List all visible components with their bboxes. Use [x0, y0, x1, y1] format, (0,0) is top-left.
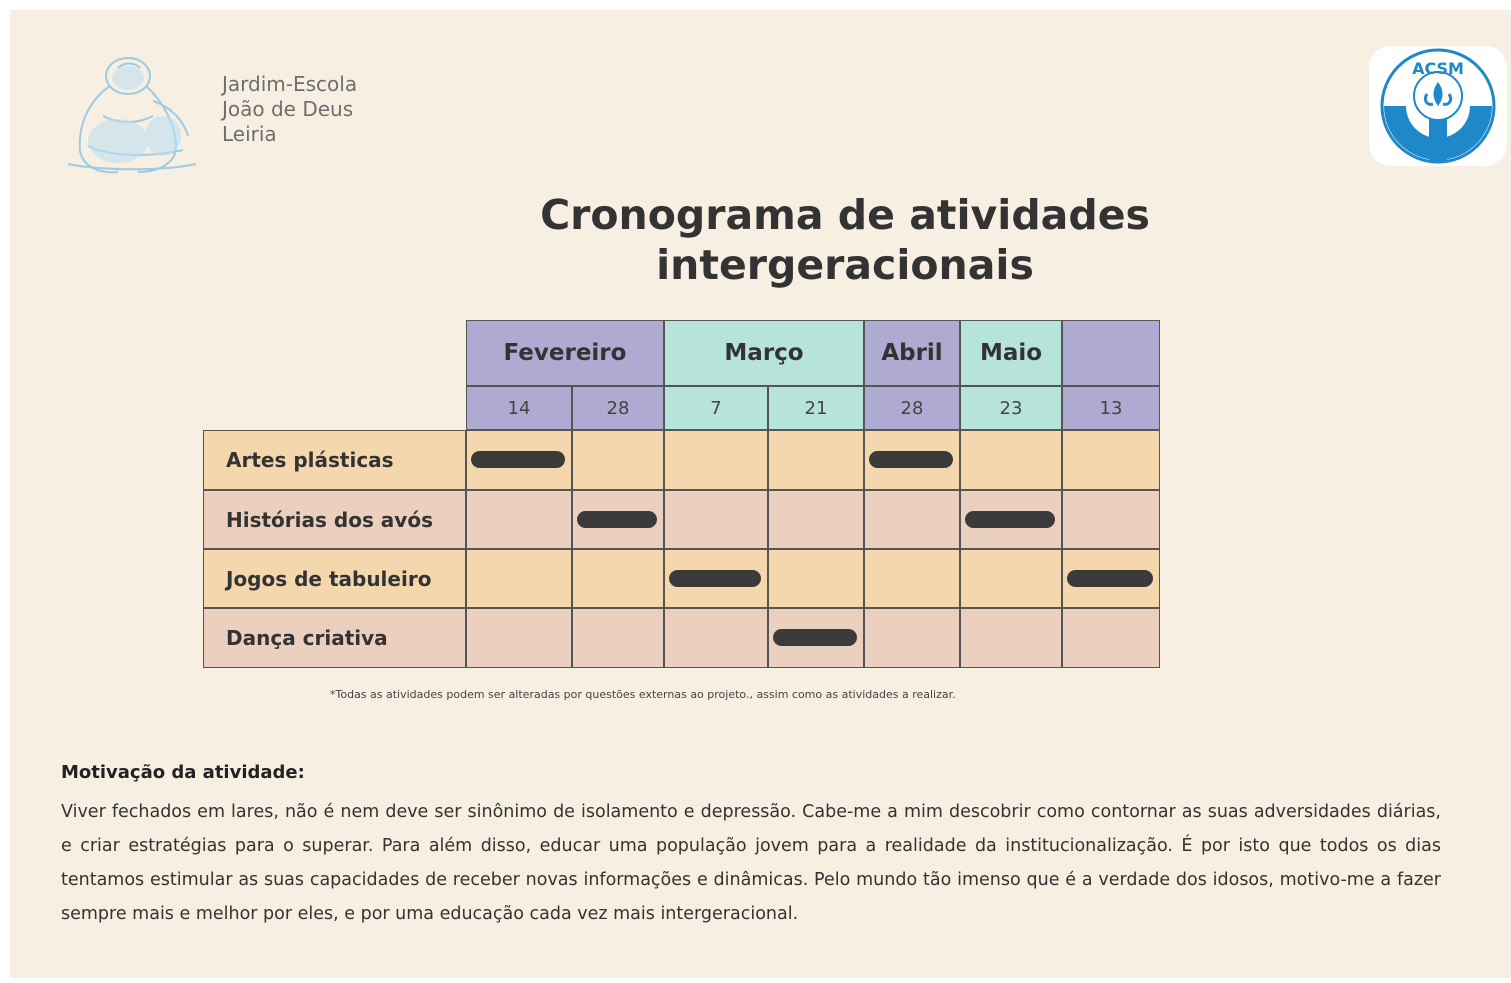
- schedule-cell: [466, 608, 572, 668]
- month-header: Março: [664, 320, 864, 386]
- day-header: 28: [572, 386, 664, 430]
- day-header: 28: [864, 386, 960, 430]
- activity-bar: [1067, 569, 1153, 587]
- footnote: *Todas as atividades podem ser alteradas…: [330, 688, 956, 701]
- schedule-cell: [864, 549, 960, 608]
- page-title: Cronograma de atividades intergeracionai…: [435, 190, 1255, 290]
- month-header: Abril: [864, 320, 960, 386]
- month-header: Maio: [960, 320, 1062, 386]
- schedule-cell: [572, 549, 664, 608]
- schedule-cell: [466, 549, 572, 608]
- schedule-cell: [768, 549, 864, 608]
- activity-bar: [773, 629, 857, 646]
- schedule-cell: [466, 490, 572, 549]
- title-line: intergeracionais: [656, 241, 1034, 289]
- day-header: 7: [664, 386, 768, 430]
- activity-label: Histórias dos avós: [203, 490, 466, 549]
- school-logo-illustration: [67, 57, 197, 174]
- activity-label: Jogos de tabuleiro: [203, 549, 466, 608]
- poster: Jardim-Escola João de Deus Leiria ACSM C…: [10, 10, 1511, 978]
- activity-bar: [669, 569, 761, 587]
- month-header: [1062, 320, 1160, 386]
- activity-bar: [577, 510, 657, 528]
- activity-bar: [471, 451, 565, 468]
- motivation-title: Motivação da atividade:: [61, 762, 305, 783]
- month-header: Fevereiro: [466, 320, 664, 386]
- schedule-cell: [664, 430, 768, 490]
- activity-label: Artes plásticas: [203, 430, 466, 490]
- activity-label: Dança criativa: [203, 608, 466, 668]
- schedule-cell: [1062, 490, 1160, 549]
- schedule-cell: [768, 490, 864, 549]
- logo-right-text: ACSM: [1412, 59, 1464, 78]
- title-line: Cronograma de atividades: [540, 191, 1150, 239]
- school-line: Leiria: [222, 122, 277, 146]
- schedule-cell: [1062, 608, 1160, 668]
- day-header: 13: [1062, 386, 1160, 430]
- school-name: Jardim-Escola João de Deus Leiria: [222, 72, 357, 147]
- schedule-cell: [864, 608, 960, 668]
- schedule-cell: [572, 608, 664, 668]
- schedule-cell: [864, 490, 960, 549]
- activity-bar: [965, 510, 1055, 528]
- acsm-logo: ACSM: [1369, 46, 1507, 166]
- schedule-cell: [960, 608, 1062, 668]
- schedule-cell: [664, 608, 768, 668]
- schedule-cell: [768, 430, 864, 490]
- day-header: 14: [466, 386, 572, 430]
- activity-bar: [869, 451, 953, 468]
- schedule-cell: [960, 549, 1062, 608]
- day-header: 21: [768, 386, 864, 430]
- schedule-cell: [572, 430, 664, 490]
- schedule-cell: [664, 490, 768, 549]
- schedule-cell: [1062, 430, 1160, 490]
- school-line: Jardim-Escola: [222, 72, 358, 96]
- motivation-text: Viver fechados em lares, não é nem deve …: [61, 802, 1441, 924]
- school-line: João de Deus: [222, 97, 354, 121]
- day-header: 23: [960, 386, 1062, 430]
- schedule-cell: [960, 430, 1062, 490]
